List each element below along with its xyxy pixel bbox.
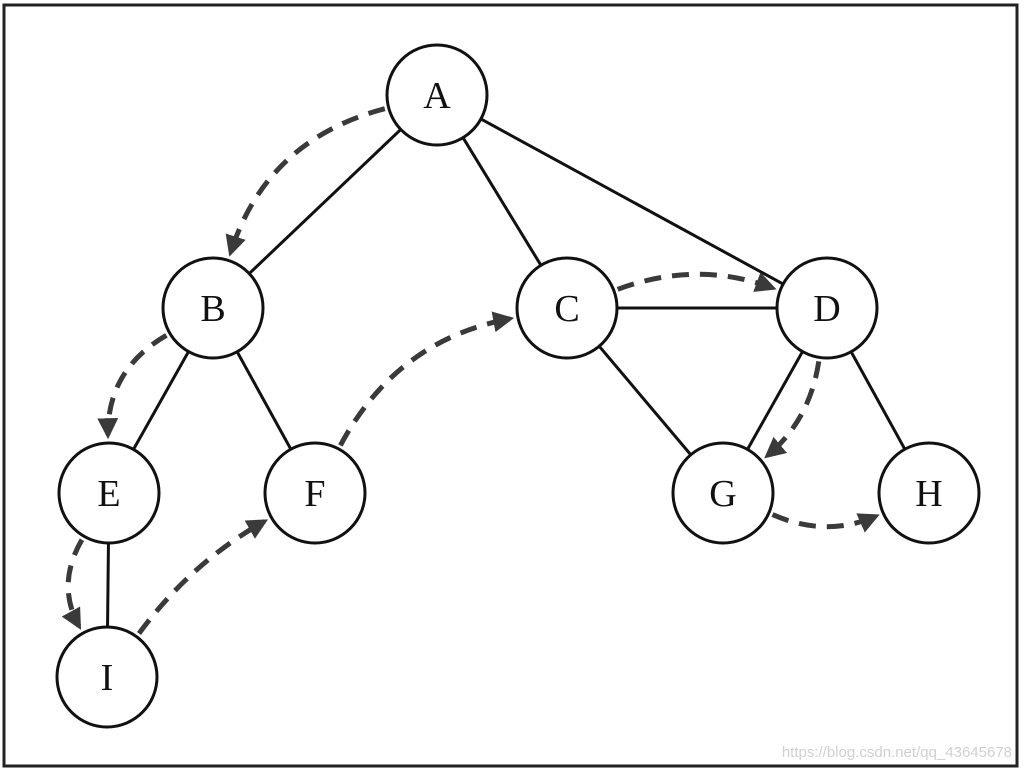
traversal-arrow-i-f: [136, 519, 269, 635]
traversal-arrow-layer: [61, 106, 880, 635]
edge-a-b: [248, 128, 402, 275]
node-circle: [671, 441, 775, 545]
edge-b-f: [235, 351, 293, 450]
edge-d-h: [849, 351, 907, 450]
node-label: H: [915, 473, 942, 515]
edge-c-g: [598, 345, 692, 456]
node-circle: [57, 441, 161, 545]
node-d: D: [775, 256, 879, 360]
edge-layer: [106, 117, 907, 628]
traversal-arrow-b-e: [97, 333, 168, 440]
node-label: F: [304, 473, 325, 515]
node-circle: [263, 441, 367, 545]
traversal-arrow-d-g: [764, 361, 822, 459]
node-label: B: [200, 288, 225, 330]
node-label: C: [554, 288, 579, 330]
traversal-arrow-e-i: [61, 538, 85, 630]
edge-b-e: [132, 350, 190, 451]
node-circle: [55, 625, 159, 729]
node-h: H: [877, 441, 981, 545]
node-label: I: [101, 657, 114, 699]
node-label: D: [813, 288, 840, 330]
node-f: F: [263, 441, 367, 545]
node-e: E: [57, 441, 161, 545]
node-b: B: [161, 256, 265, 360]
node-g: G: [671, 441, 775, 545]
node-circle: [161, 256, 265, 360]
node-i: I: [55, 625, 159, 729]
traversal-arrow-f-c: [338, 311, 515, 447]
node-layer: A B C D E F G H I: [55, 43, 981, 729]
node-circle: [515, 256, 619, 360]
node-circle: [877, 441, 981, 545]
edge-d-g: [746, 350, 804, 451]
traversal-arrow-g-h: [771, 512, 880, 533]
edge-e-i: [106, 542, 110, 628]
edge-a-d: [480, 117, 784, 286]
diagram-border: [2, 3, 1019, 768]
node-label: G: [709, 473, 736, 515]
node-c: C: [515, 256, 619, 360]
node-a: A: [385, 43, 489, 147]
watermark: https://blog.csdn.net/qq_43645678: [782, 744, 1012, 761]
node-label: A: [423, 75, 451, 117]
node-label: E: [97, 473, 120, 515]
edge-a-c: [461, 136, 543, 267]
node-circle: [775, 256, 879, 360]
node-circle: [385, 43, 489, 147]
traversal-arrow-a-b: [225, 106, 386, 257]
